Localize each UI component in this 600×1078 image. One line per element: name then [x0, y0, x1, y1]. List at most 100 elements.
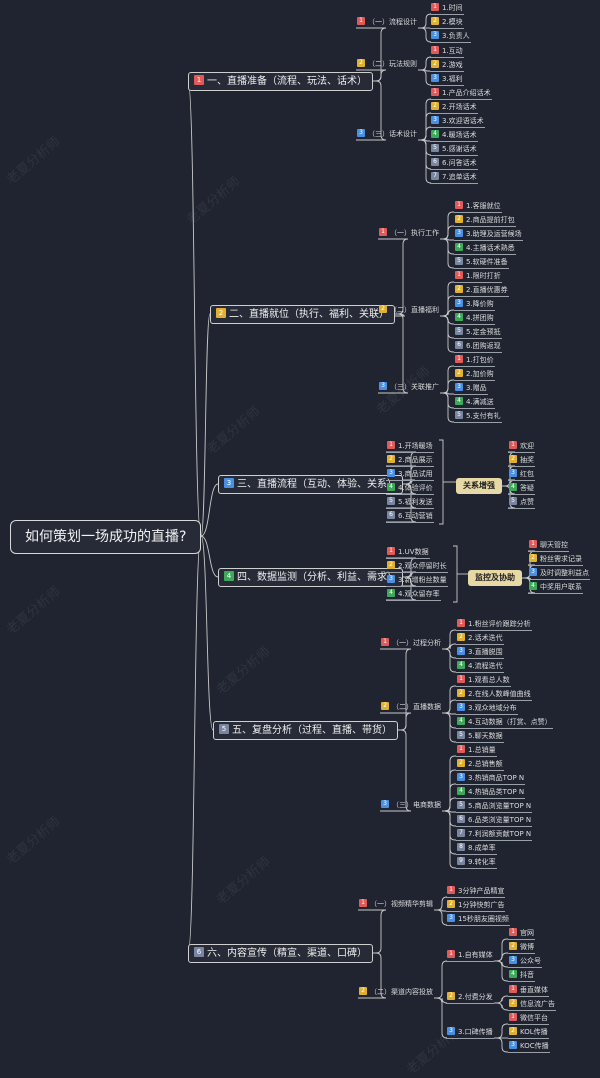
subtopic[interactable]: 3（三）话术设计 — [356, 129, 418, 140]
subtopic[interactable]: 1（一）执行工作 — [378, 228, 440, 239]
subtopic[interactable]: 3（三）电商数据 — [380, 800, 442, 811]
subtopic[interactable]: 2（二）渠道内容投放 — [358, 987, 434, 998]
subtopic[interactable]: 3（三）关联推广 — [378, 382, 440, 393]
subtopic[interactable]: 1（一）视频精华剪辑 — [358, 899, 434, 910]
subtopic[interactable]: 2（二）玩法规则 — [356, 59, 418, 70]
subtopic[interactable]: 2（二）直播福利 — [378, 305, 440, 316]
subtopic[interactable]: 1（一）流程设计 — [356, 17, 418, 28]
summary-topic[interactable]: 监控及协助 — [468, 570, 522, 586]
subtopic[interactable]: 1（一）过程分析 — [380, 638, 442, 649]
summary-topic[interactable]: 关系增强 — [456, 478, 502, 494]
subtopic[interactable]: 2（二）直播数据 — [380, 702, 442, 713]
root-topic[interactable]: 如何策划一场成功的直播? — [10, 520, 202, 554]
